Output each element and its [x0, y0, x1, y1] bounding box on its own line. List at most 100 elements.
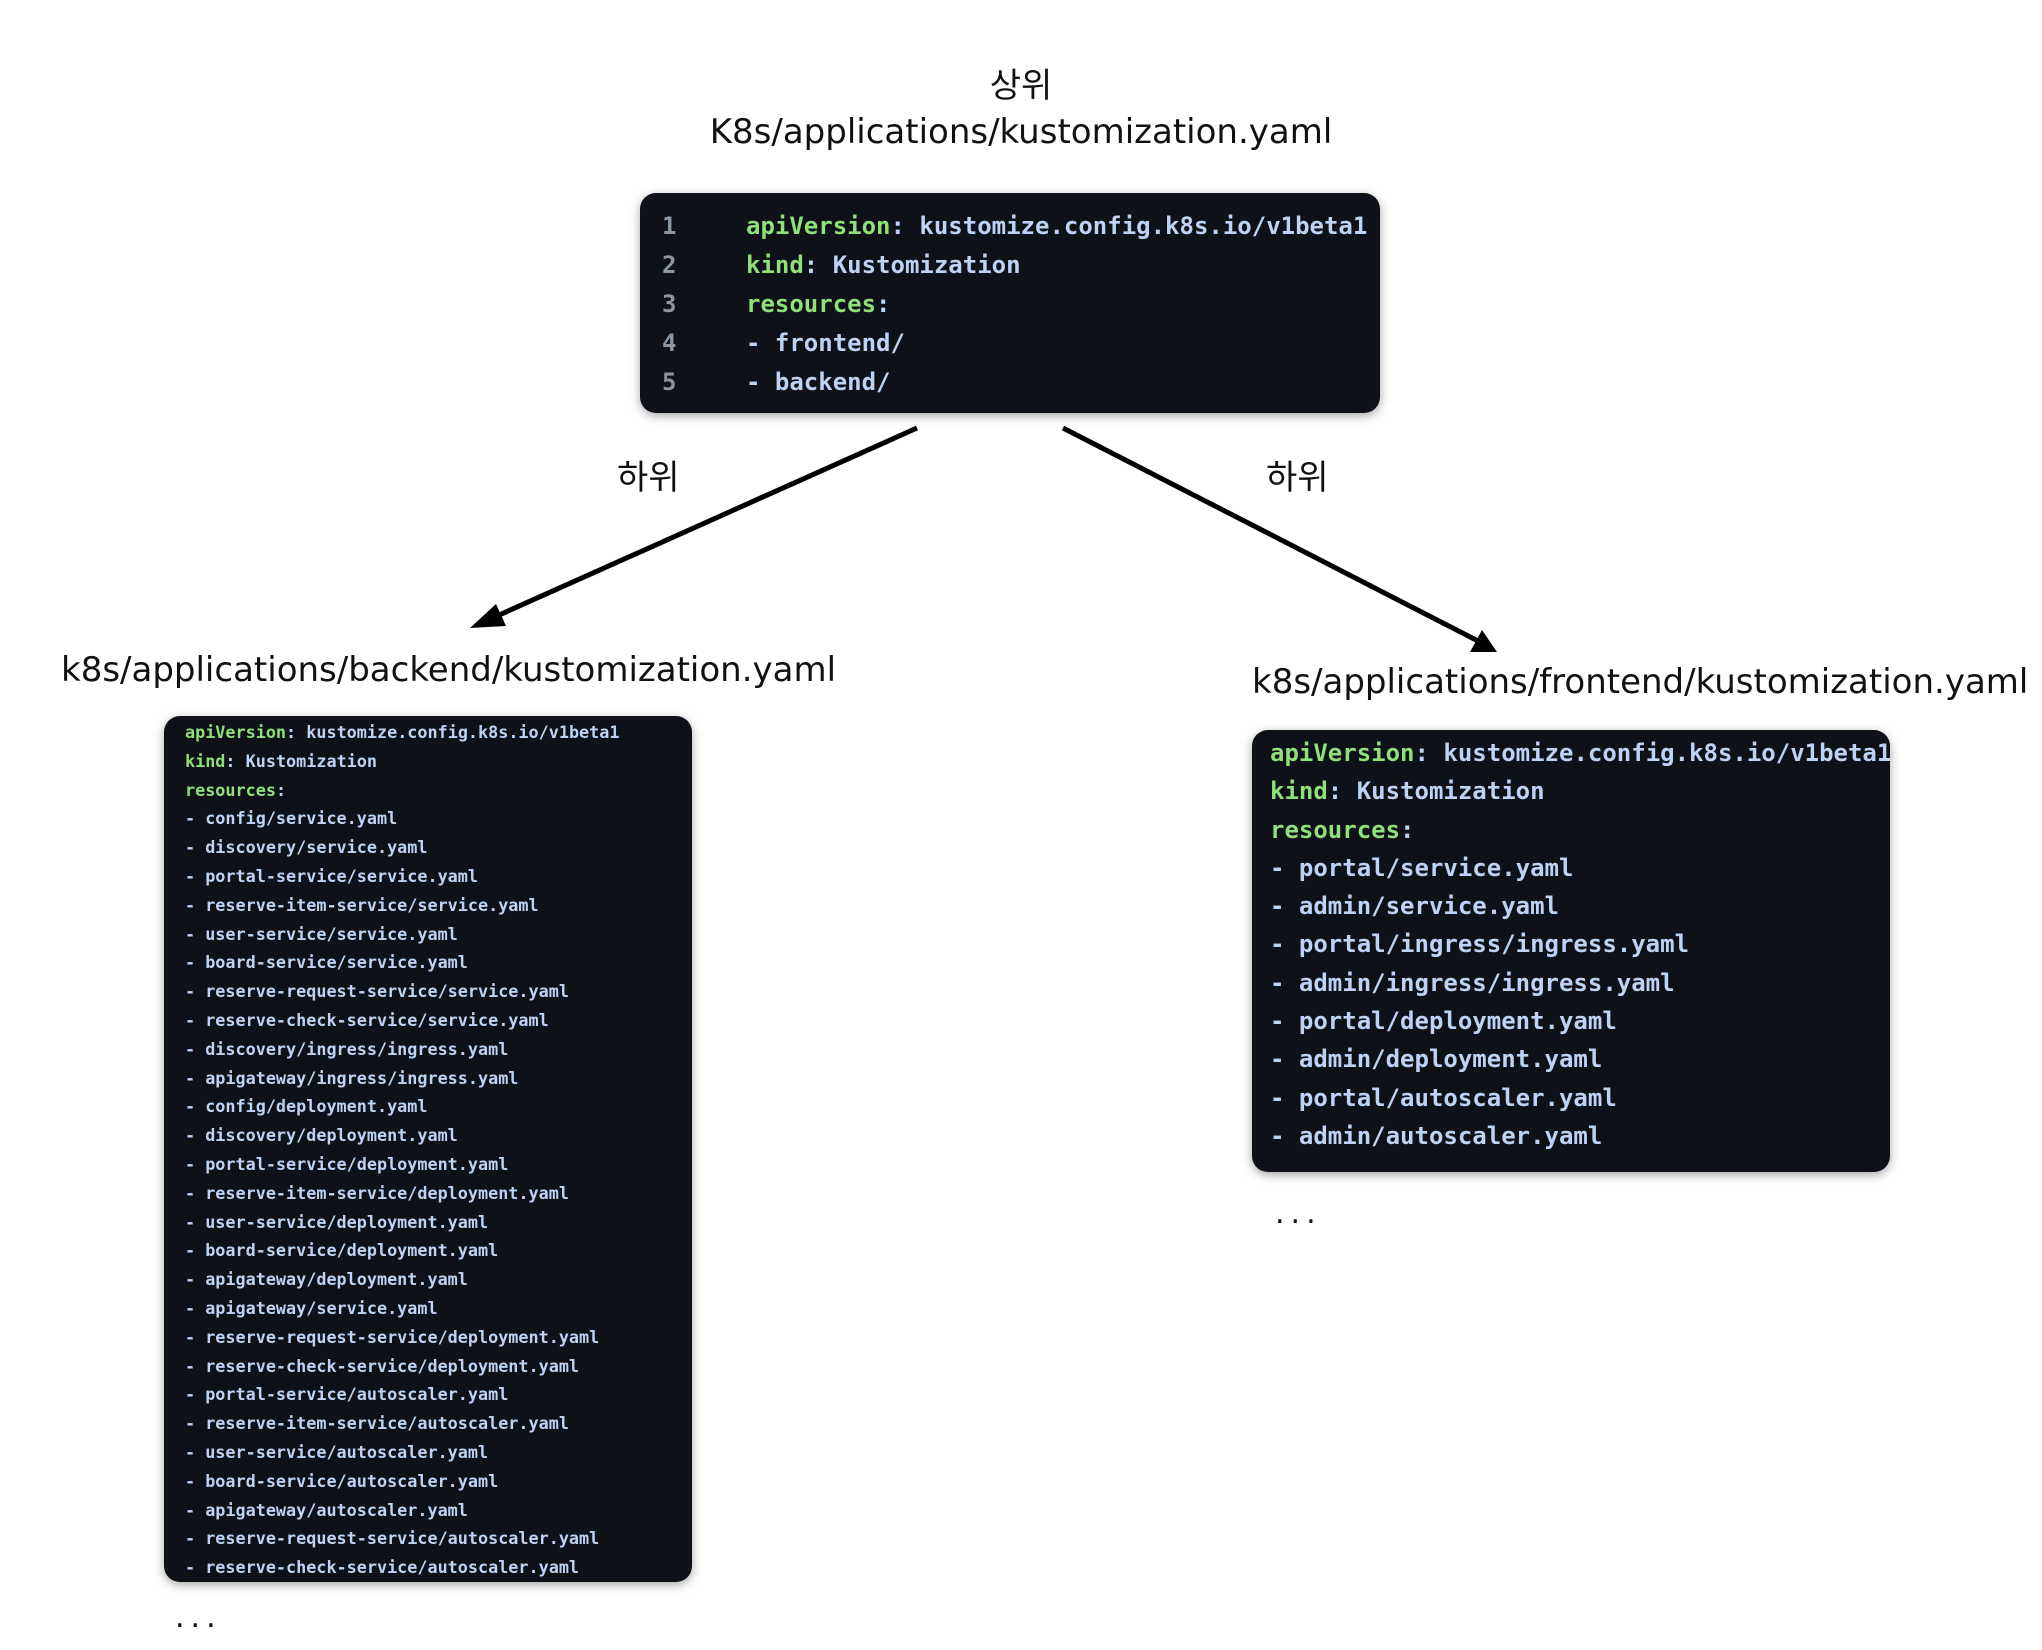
yaml-value: - portal/service.yaml: [1270, 853, 1574, 882]
yaml-value: - config/deployment.yaml: [185, 1096, 428, 1117]
yaml-value: - user-service/deployment.yaml: [185, 1211, 489, 1232]
yaml-value: - reserve-item-service/service.yaml: [185, 894, 539, 915]
code-line: 4 - frontend/: [662, 324, 1380, 363]
yaml-value: - admin/autoscaler.yaml: [1270, 1121, 1603, 1150]
code-line: - reserve-request-service/autoscaler.yam…: [185, 1524, 692, 1553]
yaml-value: - backend/: [746, 368, 891, 396]
yaml-key: resources: [185, 779, 276, 800]
yaml-value: kustomize.config.k8s.io/v1beta1: [919, 212, 1368, 240]
yaml-value: - reserve-request-service/service.yaml: [185, 981, 569, 1002]
yaml-value: - reserve-check-service/deployment.yaml: [185, 1355, 580, 1376]
yaml-separator: :: [1400, 815, 1415, 844]
code-line: - portal-service/service.yaml: [185, 862, 692, 891]
line-number: 3: [662, 290, 677, 318]
code-line: - apigateway/ingress/ingress.yaml: [185, 1064, 692, 1093]
yaml-value: - config/service.yaml: [185, 808, 398, 829]
yaml-key: resources: [1270, 815, 1401, 844]
code-line: - reserve-check-service/autoscaler.yaml: [185, 1553, 692, 1582]
code-line: apiVersion: kustomize.config.k8s.io/v1be…: [185, 718, 692, 747]
code-line: - portal/autoscaler.yaml: [1270, 1079, 1890, 1117]
yaml-value: - portal/ingress/ingress.yaml: [1270, 930, 1690, 959]
frontend-file-path: k8s/applications/frontend/kustomization.…: [1252, 662, 2029, 702]
yaml-value: - portal/autoscaler.yaml: [1270, 1083, 1617, 1112]
yaml-key: apiVersion: [746, 212, 891, 240]
line-number: 1: [662, 212, 677, 240]
code-line: - admin/autoscaler.yaml: [1270, 1117, 1890, 1155]
line-number: 4: [662, 329, 677, 357]
yaml-value: - reserve-item-service/autoscaler.yaml: [185, 1413, 569, 1434]
code-line: - discovery/deployment.yaml: [185, 1121, 692, 1150]
code-line: - config/deployment.yaml: [185, 1092, 692, 1121]
code-line: resources:: [1270, 811, 1890, 849]
code-line: - apigateway/deployment.yaml: [185, 1265, 692, 1294]
yaml-value: - admin/deployment.yaml: [1270, 1045, 1603, 1074]
code-line: resources:: [185, 776, 692, 805]
yaml-value: - board-service/autoscaler.yaml: [185, 1470, 499, 1491]
yaml-value: kustomize.config.k8s.io/v1beta1: [306, 722, 620, 742]
code-line: - reserve-request-service/service.yaml: [185, 977, 692, 1006]
yaml-value: - reserve-check-service/service.yaml: [185, 1009, 549, 1030]
frontend-code-block: apiVersion: kustomize.config.k8s.io/v1be…: [1252, 730, 1890, 1172]
parent-code-block: 1 apiVersion: kustomize.config.k8s.io/v1b…: [640, 193, 1380, 413]
yaml-value: - frontend/: [746, 329, 905, 357]
arrowhead-left-icon: [470, 604, 506, 628]
yaml-separator: :: [275, 779, 287, 800]
code-line: - portal/ingress/ingress.yaml: [1270, 925, 1890, 963]
line-number: 5: [662, 368, 677, 396]
backend-file-path: k8s/applications/backend/kustomization.y…: [61, 650, 837, 690]
code-line: - reserve-request-service/deployment.yam…: [185, 1323, 692, 1352]
code-line: kind: Kustomization: [1270, 772, 1890, 810]
code-line: - apigateway/service.yaml: [185, 1294, 692, 1323]
code-line: - apigateway/autoscaler.yaml: [185, 1496, 692, 1525]
code-line: - board-service/service.yaml: [185, 948, 692, 977]
right-edge-label: 하위: [1266, 458, 1329, 498]
code-line: - user-service/deployment.yaml: [185, 1208, 692, 1237]
yaml-value: - board-service/service.yaml: [185, 952, 468, 973]
code-line: 1 apiVersion: kustomize.config.k8s.io/v1b…: [662, 207, 1380, 246]
parent-file-path: K8s/applications/kustomization.yaml: [709, 112, 1333, 152]
arrow-to-frontend: [1061, 425, 1497, 652]
yaml-value: Kustomization: [1356, 777, 1545, 806]
yaml-key: apiVersion: [185, 722, 287, 742]
code-line: - reserve-item-service/deployment.yaml: [185, 1179, 692, 1208]
left-edge-label: 하위: [617, 458, 680, 498]
code-line: - board-service/deployment.yaml: [185, 1236, 692, 1265]
yaml-value: - user-service/autoscaler.yaml: [185, 1441, 489, 1462]
code-line: - admin/service.yaml: [1270, 887, 1890, 925]
yaml-key: kind: [185, 750, 226, 771]
code-line: apiVersion: kustomize.config.k8s.io/v1be…: [1270, 734, 1890, 772]
yaml-separator: :: [1414, 739, 1444, 767]
yaml-value: - apigateway/deployment.yaml: [185, 1269, 468, 1290]
yaml-value: - portal-service/service.yaml: [185, 865, 478, 886]
yaml-value: - portal/deployment.yaml: [1270, 1007, 1617, 1036]
yaml-separator: :: [890, 212, 920, 240]
yaml-value: - reserve-item-service/deployment.yaml: [185, 1182, 569, 1203]
code-line: - reserve-item-service/autoscaler.yaml: [185, 1409, 692, 1438]
yaml-value: - discovery/service.yaml: [185, 837, 428, 858]
yaml-value: - reserve-request-service/autoscaler.yam…: [185, 1528, 600, 1549]
code-line: - reserve-check-service/service.yaml: [185, 1006, 692, 1035]
code-line: - reserve-item-service/service.yaml: [185, 891, 692, 920]
yaml-value: - user-service/service.yaml: [185, 923, 458, 944]
yaml-value: - apigateway/autoscaler.yaml: [185, 1499, 468, 1520]
code-line: 5 - backend/: [662, 363, 1380, 402]
yaml-separator: :: [876, 290, 891, 318]
code-line: - discovery/ingress/ingress.yaml: [185, 1035, 692, 1064]
yaml-value: - admin/service.yaml: [1270, 892, 1559, 921]
yaml-value: - portal-service/deployment.yaml: [185, 1153, 509, 1174]
yaml-separator: :: [1327, 777, 1357, 806]
yaml-value: - reserve-check-service/autoscaler.yaml: [185, 1557, 580, 1578]
code-line: - admin/ingress/ingress.yaml: [1270, 964, 1890, 1002]
backend-code-block: apiVersion: kustomize.config.k8s.io/v1be…: [164, 716, 692, 1582]
yaml-value: kustomize.config.k8s.io/v1beta1: [1443, 739, 1890, 767]
code-line: - portal/service.yaml: [1270, 849, 1890, 887]
yaml-value: - board-service/deployment.yaml: [185, 1240, 499, 1261]
code-line: - portal/deployment.yaml: [1270, 1002, 1890, 1040]
code-line: - user-service/service.yaml: [185, 920, 692, 949]
yaml-value: - discovery/ingress/ingress.yaml: [185, 1038, 509, 1059]
yaml-value: - apigateway/service.yaml: [185, 1297, 438, 1318]
yaml-separator: :: [286, 722, 307, 742]
